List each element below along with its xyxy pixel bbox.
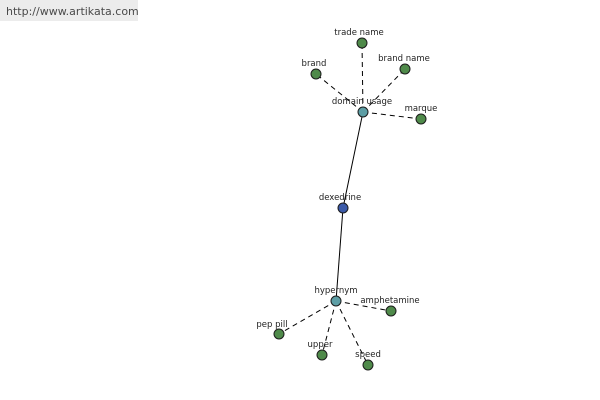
node-brand[interactable] xyxy=(310,68,322,80)
edge-domain-usage-trade-name xyxy=(361,42,364,113)
node-upper[interactable] xyxy=(316,349,328,361)
label-marque: marque xyxy=(405,104,438,114)
node-amphetamine[interactable] xyxy=(385,305,397,317)
label-brand-name: brand name xyxy=(378,54,430,64)
label-brand: brand xyxy=(302,59,327,69)
edge-hypernym-speed xyxy=(335,300,369,366)
edge-hypernym-amphetamine xyxy=(335,300,392,312)
edge-hypernym-pep-pill xyxy=(278,300,337,335)
edge-domain-usage-marque xyxy=(362,111,422,120)
node-trade-name[interactable] xyxy=(356,37,368,49)
source-link[interactable]: http://www.artikata.com xyxy=(0,0,138,21)
edge-hypernym-upper xyxy=(321,300,337,356)
graph-labels: dexedrine domain usage hypernym trade na… xyxy=(256,28,437,360)
node-pep-pill[interactable] xyxy=(273,328,285,340)
edge-domain-usage-brand-name xyxy=(362,68,406,113)
node-speed[interactable] xyxy=(362,359,374,371)
node-dexedrine[interactable] xyxy=(337,202,349,214)
label-trade-name: trade name xyxy=(334,28,383,38)
graph-nodes xyxy=(273,37,427,371)
label-dexedrine: dexedrine xyxy=(319,193,361,203)
label-domain-usage: domain usage xyxy=(332,97,392,107)
label-hypernym: hypernym xyxy=(314,286,357,296)
node-brand-name[interactable] xyxy=(399,63,411,75)
label-pep-pill: pep pill xyxy=(256,320,287,330)
edge-dexedrine-domain-usage xyxy=(342,111,364,209)
label-amphetamine: amphetamine xyxy=(360,296,419,306)
node-domain-usage[interactable] xyxy=(357,106,369,118)
node-marque[interactable] xyxy=(415,113,427,125)
graph-edges xyxy=(278,42,422,366)
label-upper: upper xyxy=(308,340,333,350)
edge-domain-usage-brand xyxy=(315,73,364,113)
label-speed: speed xyxy=(355,350,381,360)
edge-dexedrine-hypernym xyxy=(335,207,344,302)
node-hypernym[interactable] xyxy=(330,295,342,307)
